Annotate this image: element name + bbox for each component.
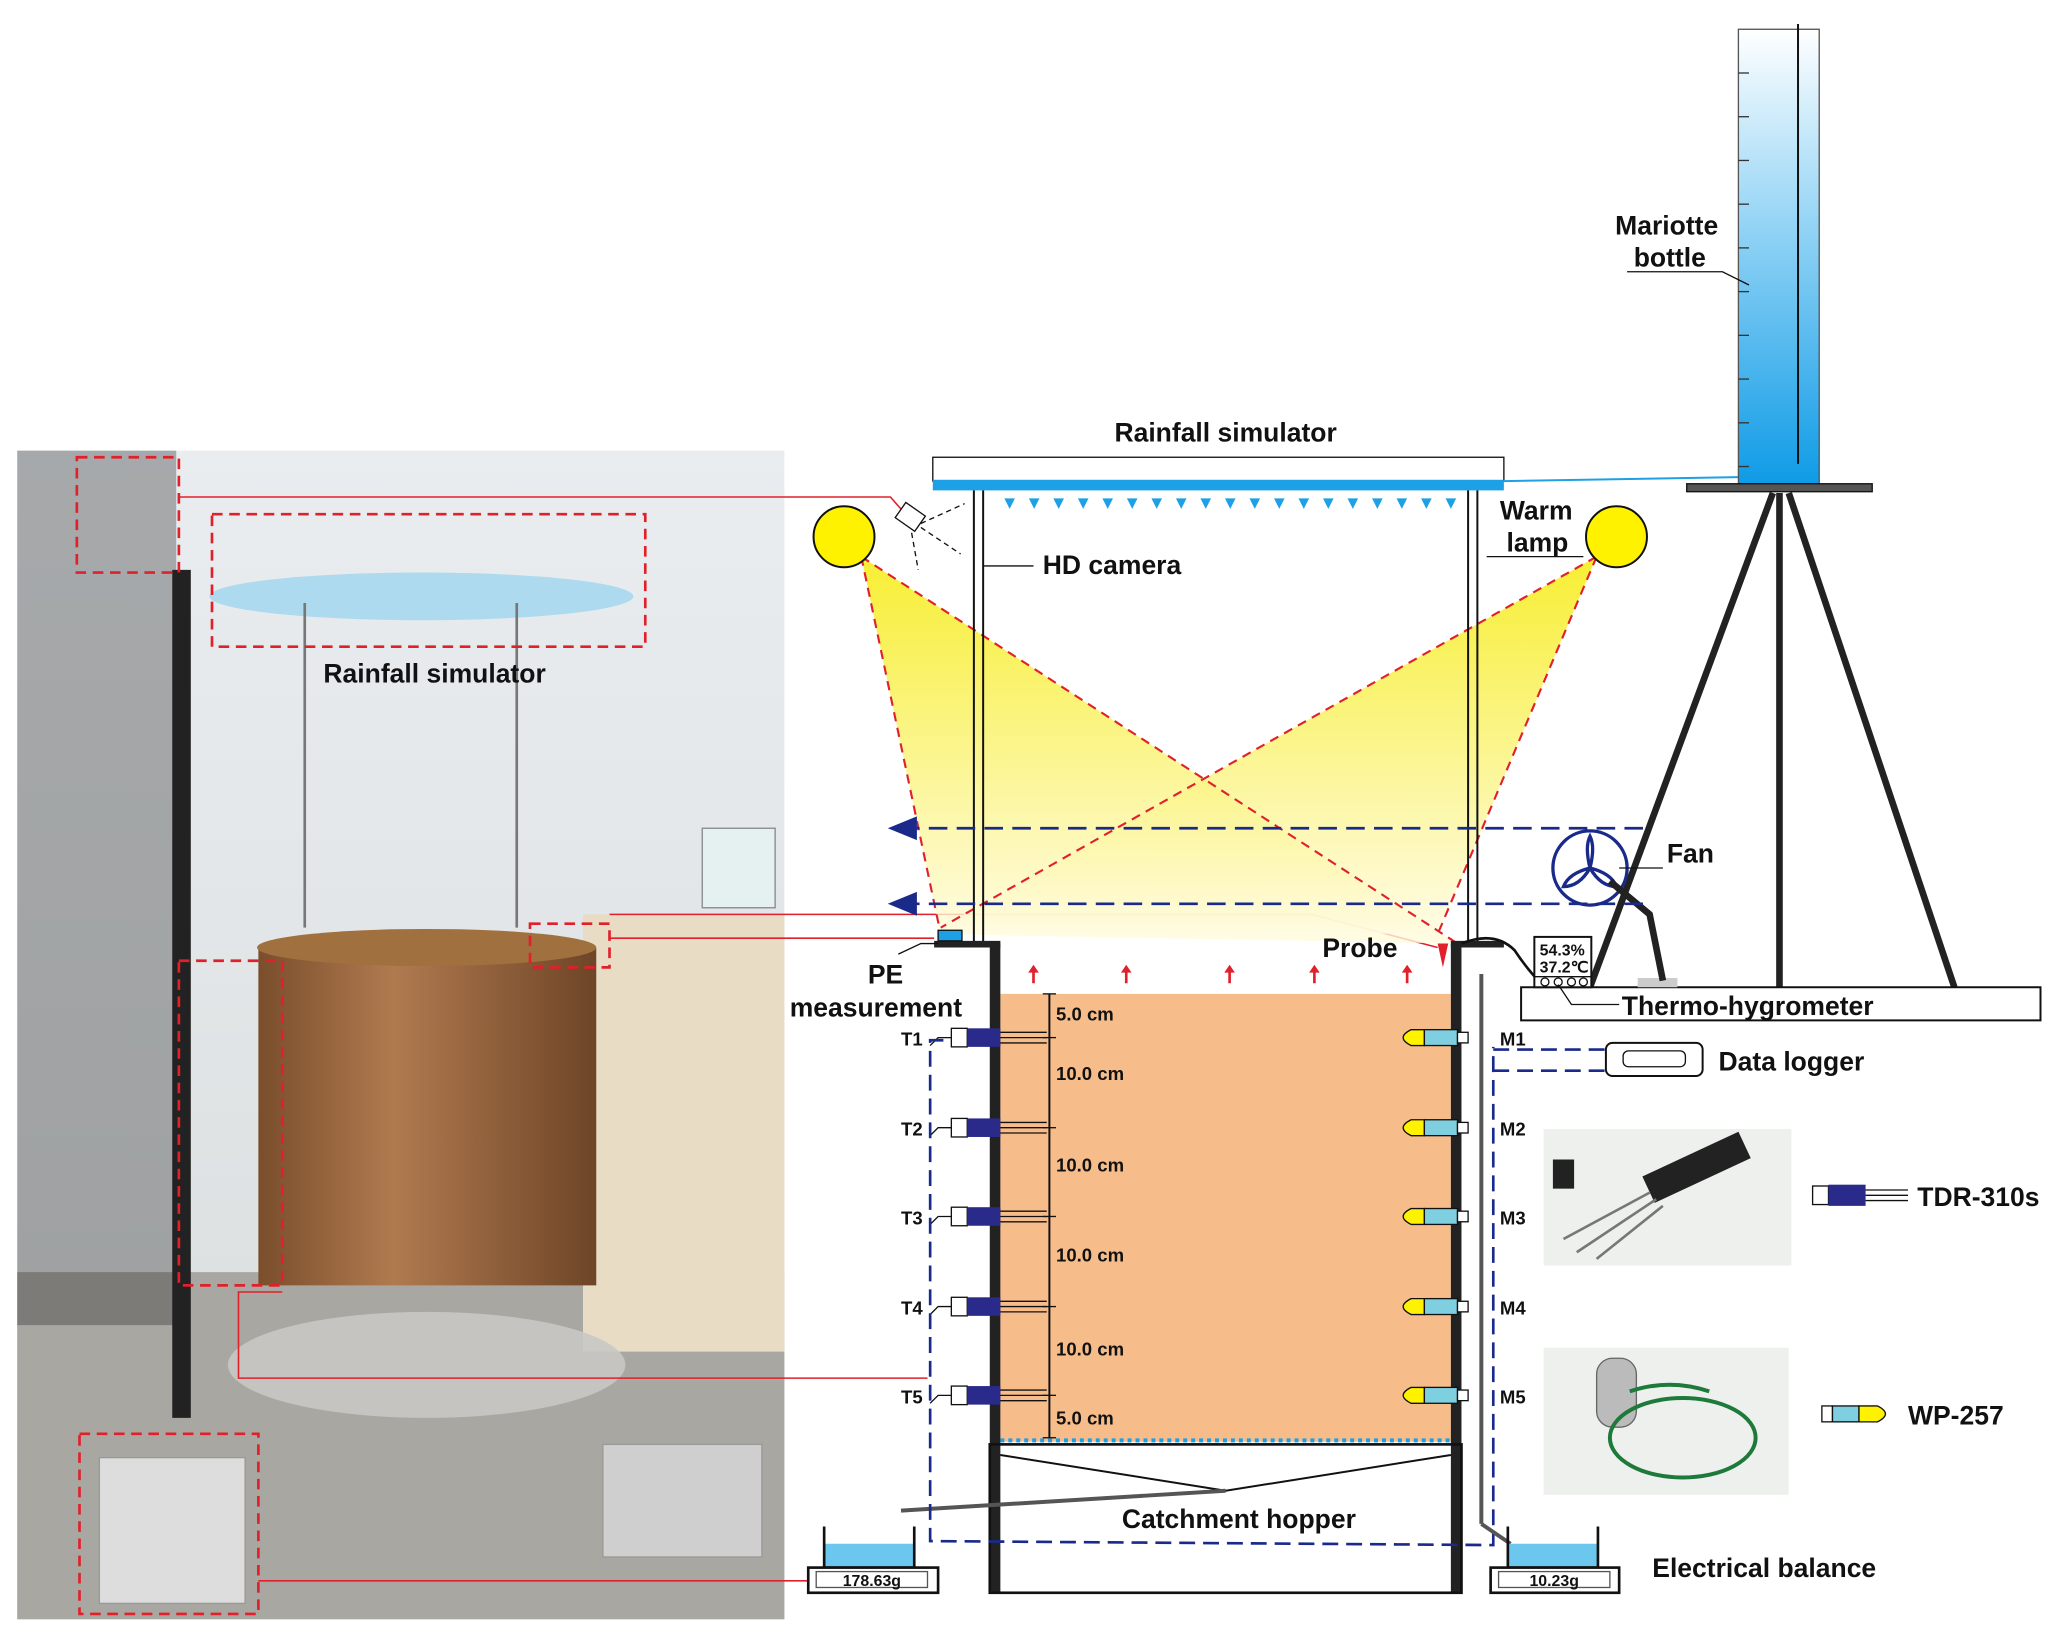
soil-column [1000, 993, 1451, 1442]
wiring [928, 1038, 1606, 1547]
thermo-hygrometer-device: 54.3% 37.2℃ [1533, 935, 1620, 1006]
wp-sensor-label: M1 [1500, 1029, 1526, 1050]
depth-label: 10.0 cm [1056, 1154, 1124, 1175]
left-balance-readout: 178.63g [843, 1573, 901, 1590]
wp-sensor-label: M3 [1500, 1207, 1526, 1228]
evaporation-arrow-icon [1120, 964, 1132, 984]
catchment-hopper-label: Catchment hopper [1122, 1504, 1356, 1534]
depth-label: 5.0 cm [1056, 1408, 1114, 1429]
pe-label-1: PE [868, 959, 903, 989]
evaporation-arrow-icon [1224, 964, 1235, 984]
wp-sensor [1402, 1119, 1469, 1137]
rain-drop-icon [1151, 498, 1163, 509]
tdr-sensor-label: T3 [901, 1207, 923, 1228]
pe-label-2: measurement [790, 992, 963, 1022]
rain-drop-icon [1224, 498, 1236, 509]
depth-label: 5.0 cm [1056, 1003, 1114, 1024]
rain-drop-icon [1249, 498, 1261, 509]
right-balance-readout: 10.23g [1529, 1573, 1578, 1590]
tdr-sensor [929, 1027, 1047, 1048]
tdr-sensor-label: T4 [901, 1298, 923, 1319]
wp-legend-icon [1821, 1405, 1887, 1423]
rain-drop-icon [1077, 498, 1089, 509]
rain-drop-icon [1102, 498, 1113, 509]
airflow-arrows [914, 826, 1643, 906]
rain-drop-icon [1421, 498, 1432, 509]
temperature-readout: 37.2℃ [1540, 960, 1589, 977]
rain-drop-icon [1004, 498, 1015, 509]
probe-label: Probe [1322, 933, 1397, 963]
wp-sensor-label: M5 [1500, 1386, 1526, 1407]
wp-label: WP-257 [1908, 1400, 2004, 1430]
probe-icon [1437, 943, 1449, 968]
depth-label: 10.0 cm [1056, 1245, 1124, 1266]
fan-label: Fan [1667, 839, 1714, 869]
thermo-hygrometer-label: Thermo-hygrometer [1622, 991, 1874, 1021]
rain-drop-icon [1347, 498, 1359, 509]
rain-drop-icon [1372, 498, 1383, 509]
fan-icon [1551, 829, 1667, 982]
mariotte-label-1: Mariotte [1615, 211, 1718, 241]
rainfall-simulator-bar [932, 456, 1505, 482]
photo-rainfall-label: Rainfall simulator [323, 658, 545, 688]
tdr-sensor [929, 1117, 1047, 1138]
rain-drop-icon [1126, 498, 1138, 509]
left-balance: 178.63g [806, 1526, 940, 1595]
mariotte-label-2: bottle [1634, 242, 1706, 272]
tdr-sensor [929, 1296, 1047, 1317]
depth-label: 10.0 cm [1056, 1063, 1124, 1084]
container-walls [934, 940, 1504, 1593]
rain-drop-icon [1396, 498, 1408, 509]
tdr-sensor-label: T2 [901, 1119, 923, 1140]
rainfall-simulator-label: Rainfall simulator [1114, 417, 1336, 447]
electrical-balance-label: Electrical balance [1652, 1553, 1876, 1583]
hd-camera-icon [894, 501, 1034, 570]
right-balance: 10.23g [1489, 1526, 1621, 1595]
tdr-legend-icon [1811, 1184, 1908, 1206]
hd-camera-label: HD camera [1043, 550, 1182, 580]
depth-label: 10.0 cm [1056, 1339, 1124, 1360]
wp-sensor [1402, 1297, 1469, 1316]
tdr-sensor-label: T5 [901, 1386, 923, 1407]
humidity-readout: 54.3% [1540, 942, 1585, 959]
wp-sensor-label: M2 [1500, 1119, 1526, 1140]
tdr-sensor [929, 1206, 1047, 1227]
rain-drop-arrows [1004, 498, 1457, 509]
data-logger-label: Data logger [1719, 1047, 1865, 1077]
left-warm-lamp-icon [812, 505, 876, 569]
right-warm-lamp-icon [1585, 505, 1648, 569]
catchment-hopper [988, 1443, 1463, 1595]
evaporation-arrow-icon [1028, 964, 1039, 984]
evaporation-arrow-icon [1309, 964, 1320, 984]
rain-drop-icon [1200, 498, 1212, 509]
rain-drop-icon [1053, 498, 1064, 509]
tdr-label: TDR-310s [1917, 1182, 2039, 1212]
wp-sensor [1402, 1207, 1469, 1226]
rain-drop-icon [1323, 498, 1334, 509]
rain-drop-icon [1273, 498, 1285, 509]
warm-lamp-label-2: lamp [1507, 527, 1569, 557]
mariotte-bottle [1737, 28, 1820, 485]
right-light-cone [940, 556, 1597, 935]
rain-drop-icon [1445, 498, 1457, 509]
rain-drop-icon [1298, 498, 1310, 509]
data-logger-icon [1604, 1041, 1704, 1078]
wp-sensor-label: M4 [1500, 1298, 1526, 1319]
pe-pan [937, 929, 963, 942]
rain-drop-icon [1175, 498, 1187, 509]
warm-lamp-label-1: Warm [1500, 496, 1573, 526]
wp-photo [1543, 1347, 1789, 1495]
tdr-photo [1543, 1129, 1792, 1266]
tdr-sensor-label: T1 [901, 1029, 923, 1050]
wp-sensor [1402, 1028, 1469, 1047]
evaporation-arrow-icon [1401, 964, 1413, 984]
wp-sensor [1402, 1386, 1469, 1404]
lab-photo: Rainfall simulator [17, 450, 785, 1620]
rain-drop-icon [1028, 498, 1040, 509]
tdr-sensor [929, 1385, 1047, 1406]
